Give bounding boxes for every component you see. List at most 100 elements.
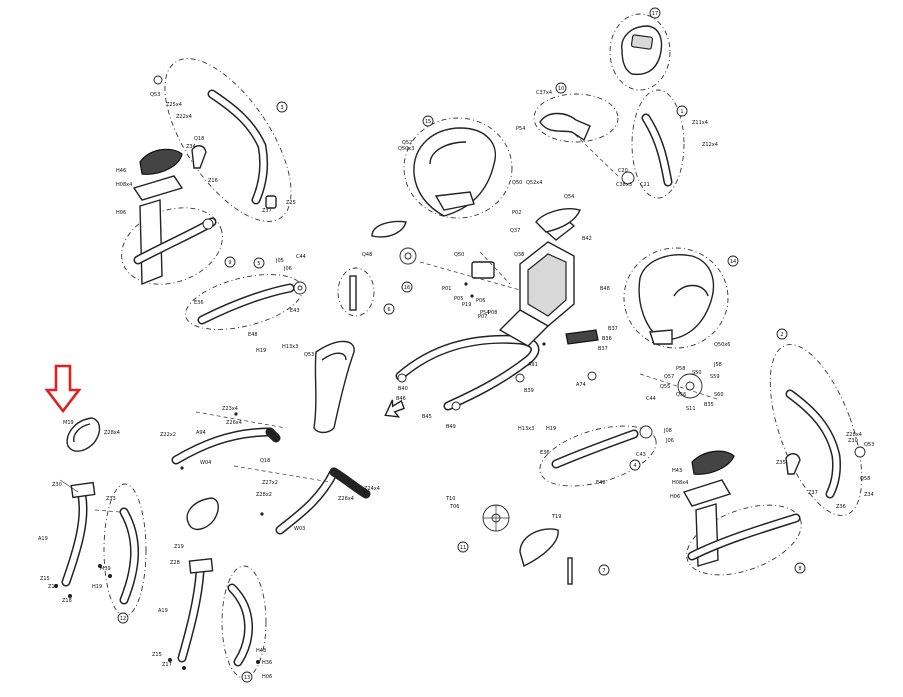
label-Q55: Q55 bbox=[660, 384, 670, 390]
label-Z22x2: Z22x2 bbox=[160, 432, 176, 438]
flywheel-group bbox=[639, 373, 721, 401]
label-P19: P19 bbox=[462, 302, 471, 308]
label-Z17: Z17 bbox=[48, 584, 58, 590]
swing-arm-group bbox=[171, 411, 371, 535]
label-Q52x4: Q52x4 bbox=[526, 180, 542, 186]
label-E36-b: E36 bbox=[540, 450, 550, 456]
label-J06: J06 bbox=[283, 266, 292, 272]
label-Q37: Q37 bbox=[510, 228, 520, 234]
mast-group bbox=[559, 89, 685, 199]
direction-arrow bbox=[384, 399, 405, 418]
label-Q53-c: Q53 bbox=[864, 442, 874, 448]
callout-13: 13 bbox=[244, 675, 250, 681]
callout-6: 6 bbox=[387, 307, 390, 313]
label-Z37: Z37 bbox=[262, 208, 272, 214]
label-Q57: Q57 bbox=[664, 374, 674, 380]
right-pedal-group bbox=[682, 450, 802, 576]
label-A91: A91 bbox=[528, 362, 538, 368]
label-J58: J58 bbox=[713, 362, 722, 368]
front-shroud bbox=[313, 340, 355, 434]
label-T19: T19 bbox=[551, 514, 561, 520]
label-P06: P06 bbox=[476, 298, 485, 304]
label-E36: E36 bbox=[194, 300, 204, 306]
label-P54: P54 bbox=[516, 126, 525, 132]
label-Z25x4: Z25x4 bbox=[166, 102, 182, 108]
motor-assembly bbox=[399, 247, 495, 279]
label-Z22x4: Z22x4 bbox=[176, 114, 192, 120]
label-H19-c: H19 bbox=[546, 426, 556, 432]
label-H06-b: H06 bbox=[116, 210, 126, 216]
right-crank-group bbox=[539, 425, 657, 487]
label-Z25: Z25 bbox=[286, 200, 296, 206]
callout-11: 11 bbox=[460, 545, 466, 551]
label-C37x4: C37x4 bbox=[536, 90, 552, 96]
label-T06: T06 bbox=[449, 504, 459, 510]
label-H13x3: H13x3 bbox=[282, 344, 298, 350]
label-Q48: Q48 bbox=[362, 252, 372, 258]
left-crank-group bbox=[185, 274, 307, 330]
label-J08: J08 bbox=[663, 428, 672, 434]
label-Z36: Z36 bbox=[836, 504, 846, 510]
right-upper-handle-group bbox=[769, 344, 866, 516]
callout-1: 1 bbox=[680, 109, 683, 115]
callout-7: 7 bbox=[602, 568, 605, 574]
label-Q56: Q56 bbox=[676, 392, 686, 398]
console-group bbox=[609, 13, 671, 91]
label-Z16: Z16 bbox=[208, 178, 218, 184]
label-S50: S50 bbox=[692, 370, 702, 376]
label-Z33: Z33 bbox=[106, 496, 116, 502]
callout-8: 8 bbox=[798, 566, 801, 572]
callout-10: 10 bbox=[558, 86, 564, 92]
label-B40: B40 bbox=[398, 386, 408, 392]
label-H19: H19 bbox=[92, 584, 102, 590]
label-S59: S59 bbox=[710, 374, 720, 380]
handle-grip-pad-2 bbox=[186, 497, 219, 530]
callout-markers: 17 3 15 10 1 9 5 16 6 14 2 4 8 7 11 12 1… bbox=[117, 7, 806, 683]
left-side-shroud-group bbox=[403, 117, 513, 219]
label-A19-b: A19 bbox=[158, 608, 168, 614]
seat-cover bbox=[535, 208, 581, 233]
label-B49: B49 bbox=[446, 424, 456, 430]
label-P08: P08 bbox=[488, 310, 497, 316]
top-left-handle-group bbox=[153, 58, 292, 222]
console-display bbox=[621, 25, 663, 76]
label-S11: S11 bbox=[686, 406, 696, 412]
label-Z26x4-b: Z26x4 bbox=[338, 496, 354, 502]
label-Z27x2: Z27x2 bbox=[262, 480, 278, 486]
label-Z28x4-b: Z28x4 bbox=[846, 432, 862, 438]
label-P54-b: P54 bbox=[480, 310, 489, 316]
label-B37: B37 bbox=[608, 326, 618, 332]
label-H13x3-b: H13x3 bbox=[518, 426, 534, 432]
label-H06: H06 bbox=[262, 674, 272, 680]
label-Q50-b: Q50 bbox=[454, 252, 464, 258]
label-E43: E43 bbox=[290, 308, 300, 314]
callout-16: 16 bbox=[404, 285, 410, 291]
label-A19: A19 bbox=[38, 536, 48, 542]
label-S60: S60 bbox=[714, 392, 724, 398]
label-C44-b: C44 bbox=[646, 396, 656, 402]
highlight-arrow bbox=[44, 364, 82, 414]
label-Z30: Z30 bbox=[52, 482, 62, 488]
label-A94: A94 bbox=[196, 430, 206, 436]
label-C20: C20 bbox=[618, 168, 628, 174]
label-A74: A74 bbox=[576, 382, 586, 388]
left-pedal-group bbox=[121, 148, 223, 286]
label-P01: P01 bbox=[442, 286, 451, 292]
upper-handle-bracket bbox=[533, 93, 619, 143]
label-Q58: Q58 bbox=[860, 476, 870, 482]
label-P07: P07 bbox=[478, 314, 487, 320]
handle-grip-pad bbox=[66, 417, 101, 452]
label-C43: C43 bbox=[636, 452, 646, 458]
label-B36: B36 bbox=[602, 336, 612, 342]
label-B48: B48 bbox=[600, 286, 610, 292]
label-B42: B42 bbox=[582, 236, 592, 242]
label-Q38: Q38 bbox=[514, 252, 524, 258]
label-B39: B39 bbox=[524, 388, 534, 394]
label-J06-b: J06 bbox=[665, 438, 674, 444]
label-Z28x2: Z28x2 bbox=[256, 492, 272, 498]
label-P05: P05 bbox=[454, 296, 463, 302]
label-Z35: Z35 bbox=[776, 460, 786, 466]
label-P02: P02 bbox=[512, 210, 521, 216]
right-side-shroud-group bbox=[623, 247, 729, 349]
label-M39: M39 bbox=[100, 566, 111, 572]
